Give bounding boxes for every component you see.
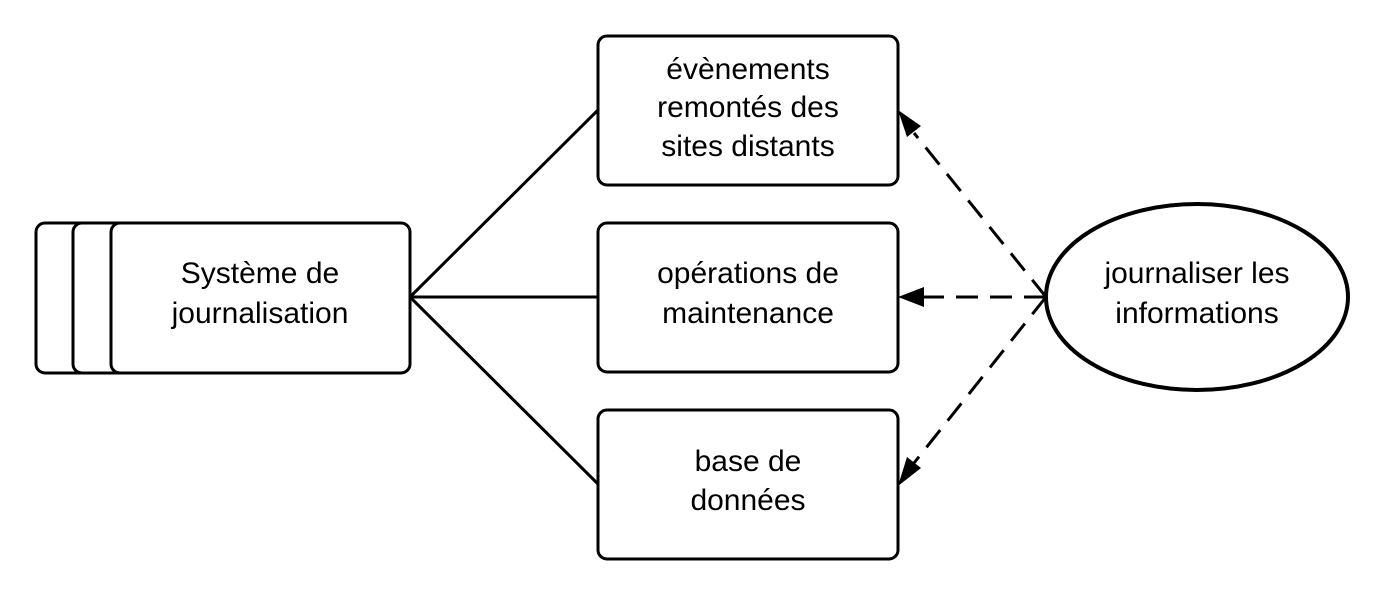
database-node: base de données bbox=[596, 408, 900, 561]
usecase-label-line1: journaliser les bbox=[1103, 257, 1289, 290]
dashed-line-events bbox=[912, 132, 1048, 298]
events-label-line3: sites distants bbox=[661, 130, 834, 163]
usecase-label-line2: informations bbox=[1115, 297, 1278, 330]
database-label-line2: données bbox=[690, 484, 805, 517]
database-box bbox=[596, 408, 900, 561]
dependency-arrow-maintenance bbox=[898, 287, 1046, 307]
database-label-line1: base de bbox=[695, 445, 802, 478]
events-label-line2: remontés des bbox=[657, 91, 839, 124]
connector-database bbox=[408, 295, 600, 486]
system-label-line1: Système de bbox=[181, 257, 339, 290]
maintenance-label-line2: maintenance bbox=[662, 297, 834, 330]
events-node: évènements remontés des sites distants bbox=[596, 34, 900, 187]
arrowhead-maintenance bbox=[898, 287, 924, 307]
arrowhead-events bbox=[898, 110, 921, 137]
usecase-ellipse bbox=[1044, 202, 1350, 392]
maintenance-label-line1: opérations de bbox=[657, 257, 839, 290]
dependency-arrow-events bbox=[898, 110, 1048, 298]
usecase-node: journaliser les informations bbox=[1044, 202, 1350, 392]
dependency-arrow-database bbox=[898, 296, 1048, 486]
maintenance-box bbox=[596, 221, 900, 374]
dashed-line-database bbox=[912, 296, 1048, 464]
events-label-line1: évènements bbox=[666, 53, 829, 86]
system-node: Système de journalisation bbox=[34, 221, 412, 375]
connector-events bbox=[408, 108, 600, 299]
arrowhead-database bbox=[898, 457, 921, 486]
events-box bbox=[596, 34, 900, 187]
maintenance-node: opérations de maintenance bbox=[596, 221, 900, 374]
system-label-line2: journalisation bbox=[171, 297, 349, 330]
